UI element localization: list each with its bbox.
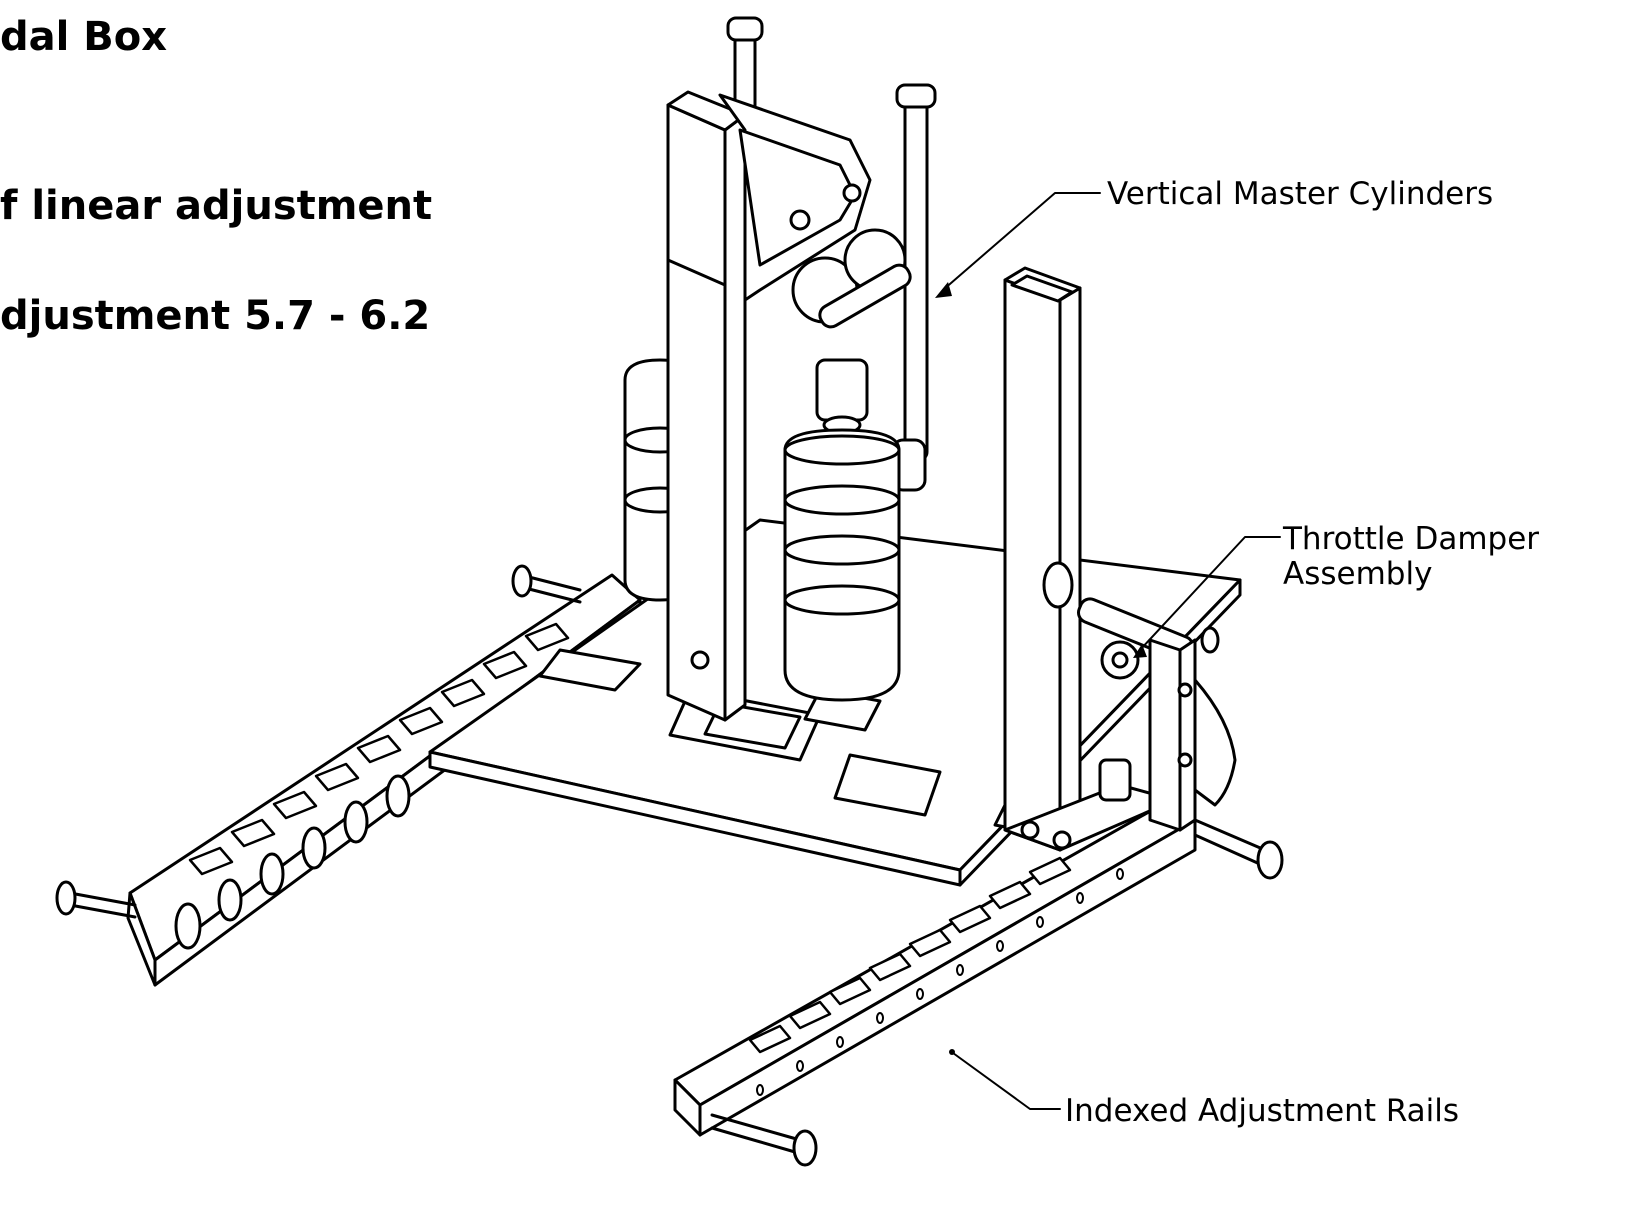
brake-pedal: [666, 90, 912, 722]
callout-vertical-master-cylinders: Vertical Master Cylinders: [1107, 176, 1493, 212]
throttle-damper-assembly: [1042, 561, 1237, 832]
note-pedal-box: dal Box: [0, 14, 168, 60]
leader-lines: [942, 192, 1281, 1110]
callout-indexed-adjustment-rails: Indexed Adjustment Rails: [1065, 1093, 1459, 1129]
note-adjustment-range: djustment 5.7 - 6.2: [0, 293, 431, 339]
callout-throttle-damper-line1: Throttle Damper: [1282, 521, 1539, 557]
callout-throttle-damper-line2: Assembly: [1283, 556, 1432, 592]
note-linear-adjustment: f linear adjustment: [0, 183, 433, 229]
master-cylinders: [623, 16, 937, 702]
throttle-pedal: [1003, 266, 1177, 852]
